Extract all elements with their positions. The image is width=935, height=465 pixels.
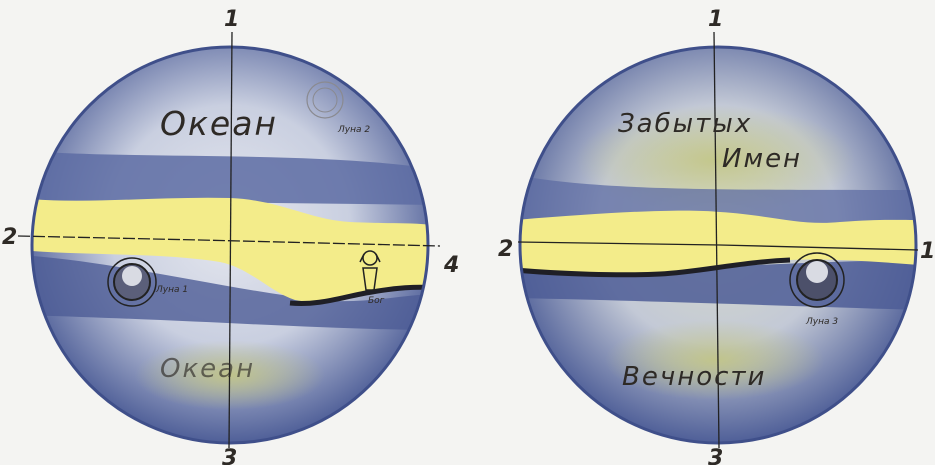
left-globe: 1 3 2 4 Океан Океан Луна 2 Луна 1 Бог (2, 7, 459, 465)
left-axis-label-top: 1 (224, 7, 239, 32)
right-globe: 1 3 2 1 Забытых Имен Вечности Луна 3 (498, 7, 935, 465)
right-axis-label-right: 1 (920, 239, 935, 264)
right-note-moon: Луна 3 (805, 317, 838, 327)
left-moon-marker (108, 258, 156, 306)
left-note-moon: Луна 2 (337, 125, 370, 135)
left-label-north: Океан (160, 104, 278, 143)
left-axis-label-right: 4 (443, 253, 459, 278)
right-label-south: Вечности (622, 362, 766, 392)
left-note-left: Луна 1 (155, 285, 188, 295)
left-note-right: Бог (368, 296, 385, 306)
left-axis-label-left: 2 (2, 225, 17, 250)
right-axis-label-left: 2 (498, 237, 513, 262)
right-label-north-2: Имен (722, 144, 802, 174)
left-axis-label-bottom: 3 (222, 446, 237, 465)
left-label-south: Океан (160, 354, 255, 384)
right-moon-marker (790, 253, 844, 307)
right-label-north-1: Забытых (618, 109, 752, 139)
right-axis-label-top: 1 (708, 7, 723, 32)
right-axis-label-bottom: 3 (708, 446, 723, 465)
